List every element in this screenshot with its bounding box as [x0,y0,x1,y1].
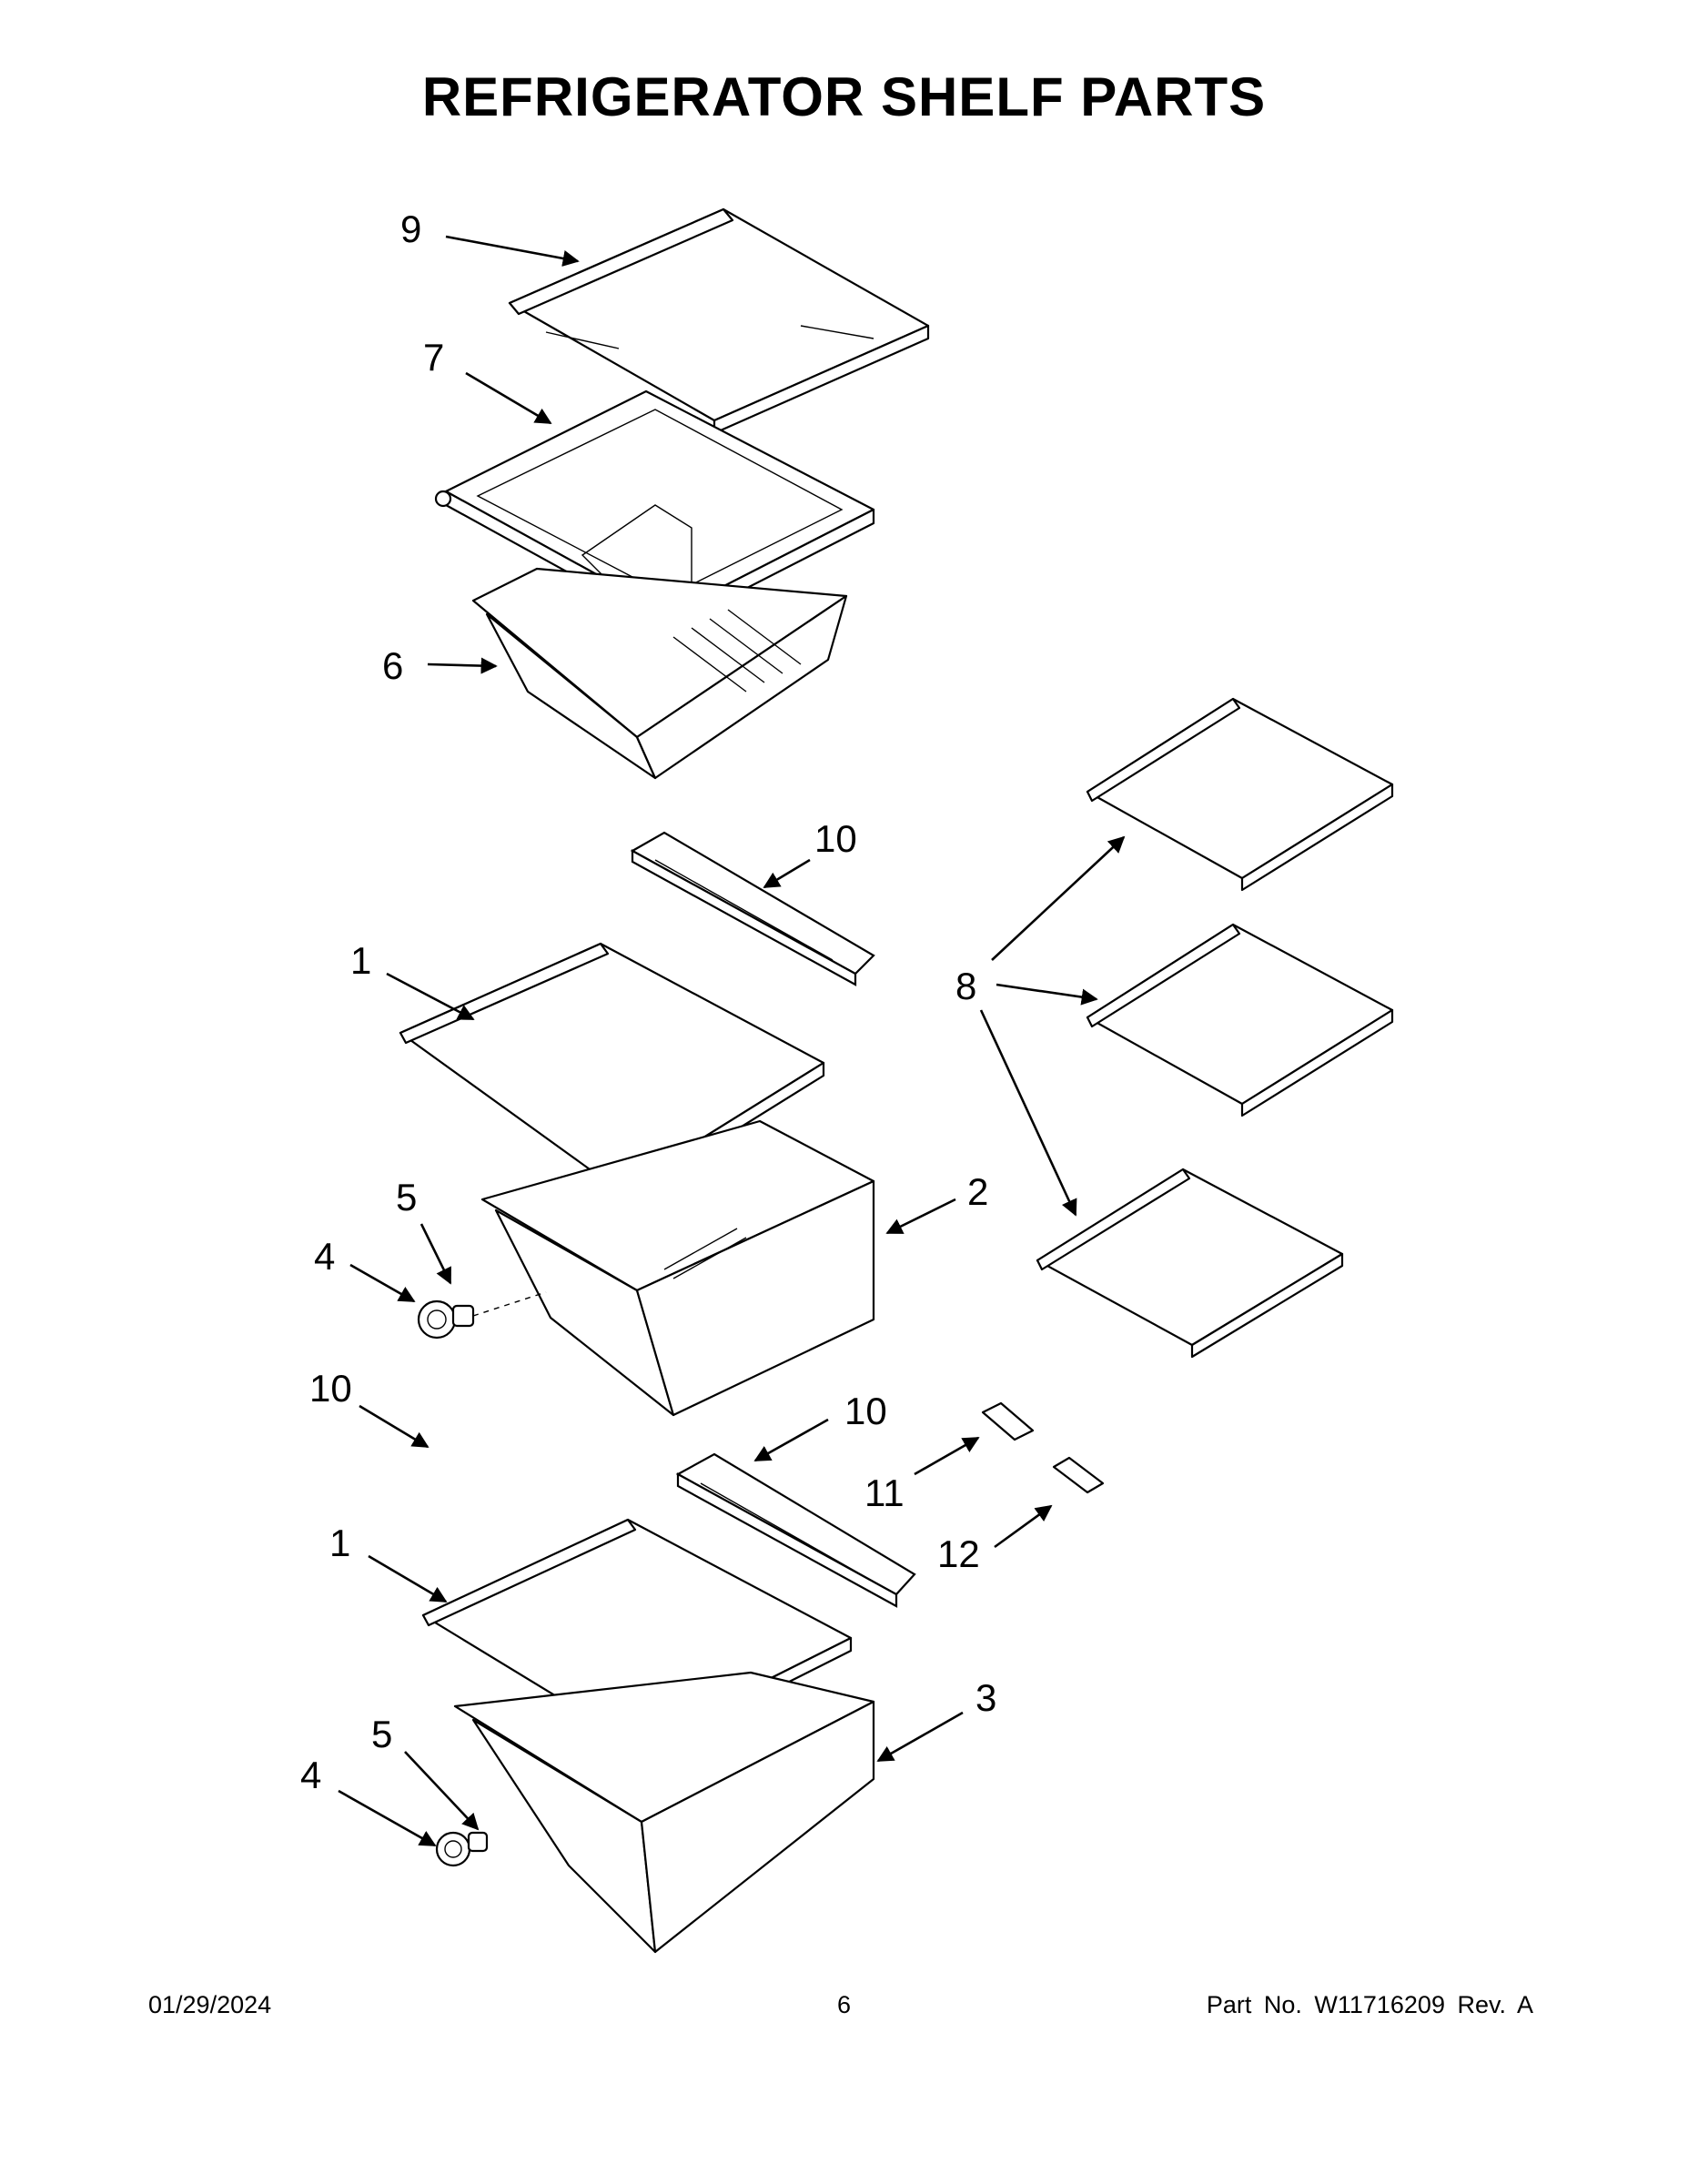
part-6-deli-drawer [471,567,848,780]
callout-3: 3 [975,1676,996,1719]
callout-10-middle: 10 [844,1390,887,1432]
footer-part-number: Part No. W11716209 Rev. A [1206,1991,1533,2018]
callout-4-upper: 4 [314,1235,335,1278]
callout-5-upper: 5 [396,1176,417,1218]
part-11-clip [981,1401,1035,1441]
callout-2: 2 [967,1170,988,1213]
part-8-shelf-c [1036,1168,1344,1359]
part-10-slide-rail-middle [675,1452,916,1608]
callout-10-top: 10 [814,817,857,860]
part-8-shelf-a [1086,697,1394,892]
part-8-shelf-b [1086,923,1394,1117]
callout-1-lower: 1 [329,1522,350,1564]
part-3-crisper-drawer [453,1671,875,1954]
callout-12: 12 [937,1532,980,1575]
page-title: REFRIGERATOR SHELF PARTS [421,66,1267,127]
callout-9: 9 [400,207,421,250]
footer-date: 01/29/2024 [148,1991,272,2018]
callout-5-lower: 5 [371,1713,392,1755]
part-4-humidity-control-lower [435,1831,471,1867]
callout-7: 7 [423,336,444,379]
part-5-knob-lower [467,1831,489,1853]
callout-6: 6 [382,644,403,687]
footer-page-number: 6 [836,1991,852,2018]
callout-8: 8 [955,965,976,1007]
part-2-crisper-drawer [480,1119,875,1417]
part-9-glass-shelf [508,207,930,435]
leader-arrows [338,235,1126,1847]
part-12-clip [1052,1456,1105,1494]
callout-10-left: 10 [309,1367,352,1410]
callout-1-upper: 1 [350,939,371,982]
callout-11: 11 [864,1471,905,1514]
part-4-humidity-control-upper [417,1299,457,1340]
callout-4-lower: 4 [300,1754,321,1796]
part-5-knob-upper [451,1304,475,1328]
part-10-slide-rail-top [630,831,875,986]
